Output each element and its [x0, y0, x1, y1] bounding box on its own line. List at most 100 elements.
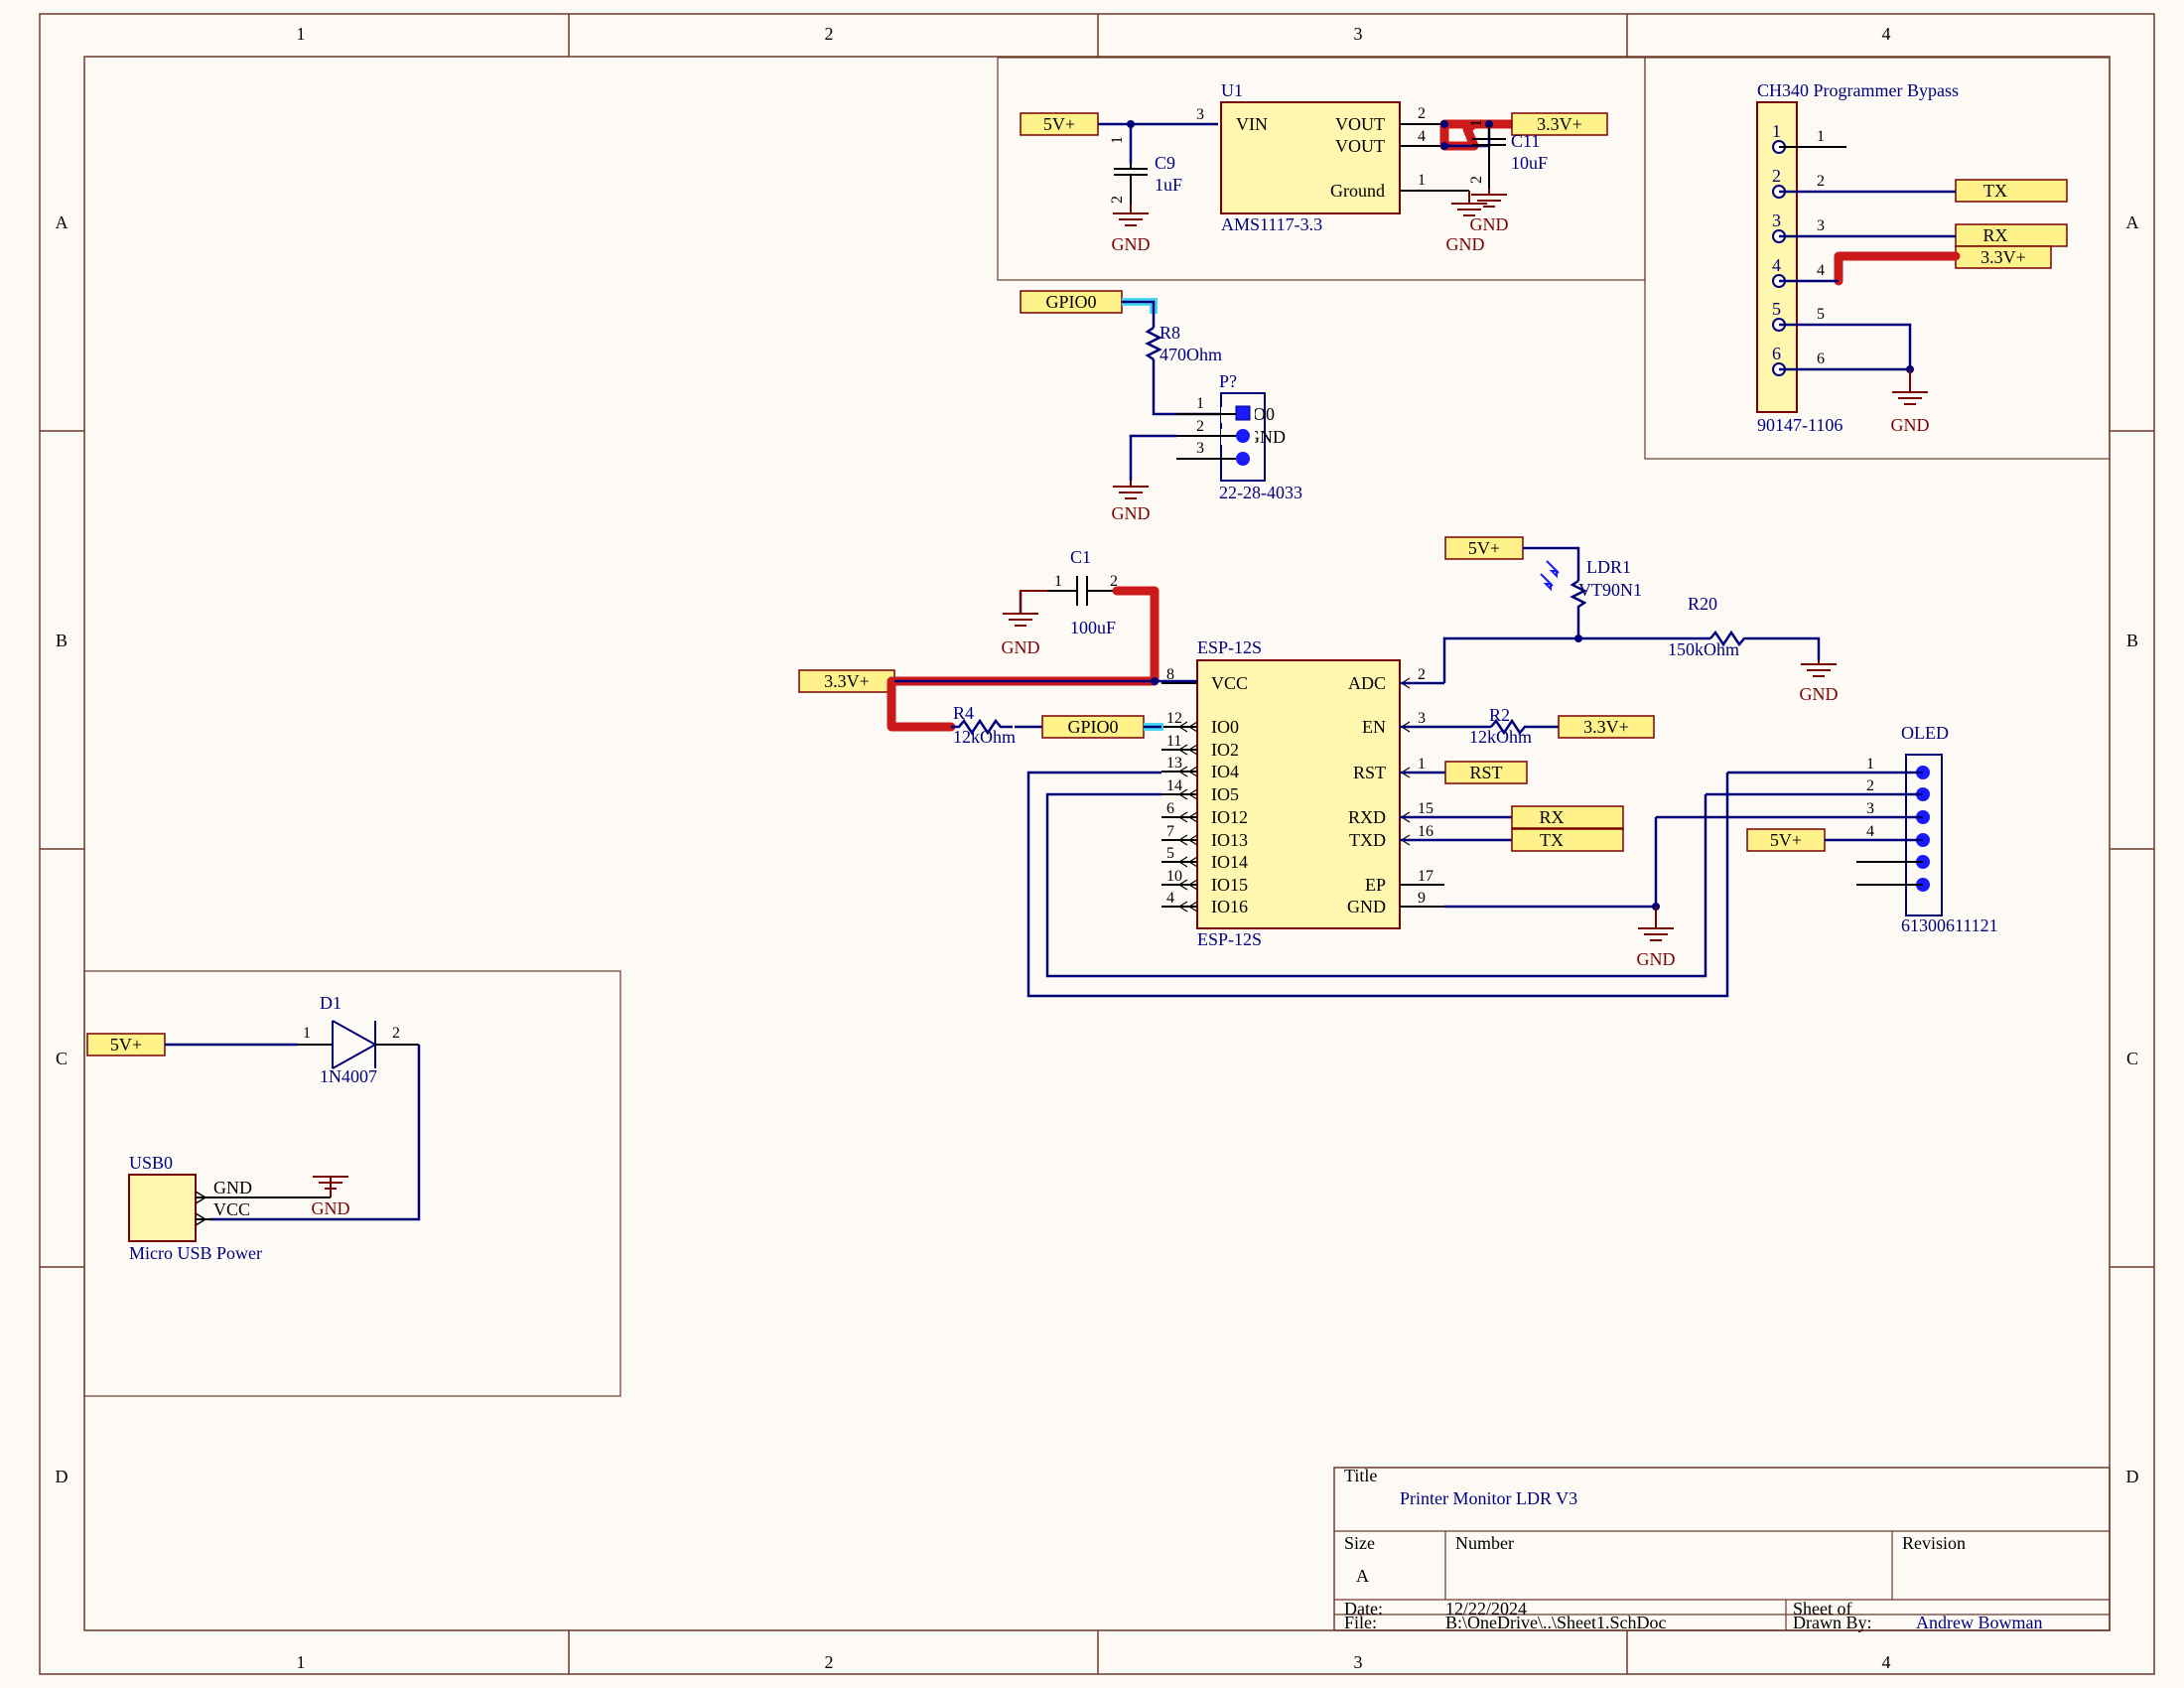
- c11-pin1: 1: [1468, 119, 1485, 127]
- c1-pin1: 1: [1054, 573, 1062, 590]
- net-flag-5v-label: 5V+: [1043, 114, 1075, 134]
- u1-body[interactable]: [1220, 101, 1401, 214]
- esp-right-pin-adc: ADC: [1348, 673, 1386, 693]
- esp-left-pin-num: 11: [1166, 733, 1181, 750]
- c1-ref: C1: [1070, 547, 1091, 567]
- boot-header-circuit: GPIO0 R8 470Ohm P? IO0 GND 1 2 3 GND 22-…: [1020, 290, 1302, 523]
- row-label-d: D: [56, 1467, 68, 1486]
- esp-right-pin-rxd: RXD: [1348, 807, 1386, 827]
- net-flag-3v3-prog-label: 3.3V+: [1980, 247, 2026, 267]
- col-label-2-bottom: 2: [825, 1652, 834, 1672]
- net-flag-3v3-en[interactable]: [1558, 715, 1655, 739]
- esp-right-pin-num: 3: [1418, 710, 1426, 727]
- ch340-pin-num: 4: [1817, 262, 1825, 279]
- esp-left-pin-num: 4: [1166, 890, 1174, 907]
- r4-ref: R4: [953, 703, 974, 723]
- row-label-b: B: [56, 631, 68, 650]
- ldr-ref: LDR1: [1586, 557, 1631, 577]
- gnd-label-c9: GND: [1112, 234, 1151, 254]
- d1-value: 1N4007: [320, 1066, 377, 1086]
- col-label-4-bottom: 4: [1882, 1652, 1891, 1672]
- net-flag-rx[interactable]: [1955, 223, 2068, 247]
- net-flag-gpio0-header-label: GPIO0: [1045, 292, 1096, 312]
- esp12s-body[interactable]: [1196, 659, 1401, 929]
- esp-left-pin-io13: IO13: [1211, 830, 1248, 850]
- usb-connector-body[interactable]: [128, 1174, 197, 1242]
- esp-left-pin-io12: IO12: [1211, 807, 1248, 827]
- gnd-label-header: GND: [1112, 503, 1151, 523]
- date-label: Date:: [1344, 1599, 1383, 1618]
- esp-ref: ESP-12S: [1197, 637, 1262, 657]
- c9-value: 1uF: [1155, 175, 1182, 195]
- esp-right-pin-num: 15: [1418, 800, 1433, 817]
- net-flag-5v-usb-label: 5V+: [110, 1035, 142, 1055]
- esp-left-pin-io14: IO14: [1211, 852, 1248, 872]
- esp-left-pin-num: 10: [1166, 868, 1182, 885]
- net-flag-gpio0-esp-label: GPIO0: [1067, 717, 1118, 737]
- esp-left-pin-io4: IO4: [1211, 762, 1239, 781]
- col-label-1-bottom: 1: [297, 1652, 306, 1672]
- number-label: Number: [1455, 1533, 1514, 1553]
- p-header-part: 22-28-4033: [1219, 483, 1302, 502]
- usb-pin-vcc: VCC: [213, 1199, 250, 1219]
- u1-ref: U1: [1221, 80, 1243, 100]
- usb-pin-gnd: GND: [213, 1178, 252, 1197]
- esp-right-pin-en: EN: [1362, 717, 1386, 737]
- oled-connector-body[interactable]: [1905, 754, 1943, 916]
- usb-power-section: [83, 970, 621, 1397]
- ch340-pin-num: 1: [1817, 128, 1825, 145]
- u1-pin-vout1: VOUT: [1335, 114, 1385, 134]
- esp-left-pin-num: 8: [1166, 666, 1174, 683]
- gnd-label-usb: GND: [312, 1198, 350, 1218]
- net-flag-tx-esp[interactable]: [1511, 828, 1624, 852]
- oled-pin-num: 3: [1866, 800, 1874, 817]
- net-flag-3v3-en-label: 3.3V+: [1583, 717, 1629, 737]
- ch340-pin-num: 6: [1817, 351, 1825, 367]
- esp-right-pin-num: 2: [1418, 666, 1426, 683]
- net-flag-3v3-reg[interactable]: [1511, 112, 1608, 136]
- u1-pin-vin-num: 3: [1196, 106, 1204, 123]
- u1-pin1-num: 1: [1418, 172, 1426, 189]
- net-flag-5v-oled-label: 5V+: [1770, 830, 1802, 850]
- u1-pin-vout2: VOUT: [1335, 136, 1385, 156]
- net-flag-rx-esp[interactable]: [1511, 805, 1624, 829]
- esp-left-pin-io0: IO0: [1211, 717, 1239, 737]
- net-flag-tx[interactable]: [1955, 179, 2068, 203]
- esp-left-pin-num: 14: [1166, 777, 1182, 794]
- r8-value: 470Ohm: [1160, 345, 1222, 364]
- row-label-c-right: C: [2126, 1049, 2138, 1068]
- r2-value: 12kOhm: [1469, 727, 1532, 747]
- ch340-connector-body[interactable]: [1756, 101, 1798, 413]
- esp-right-pin-gnd: GND: [1347, 897, 1386, 916]
- ground-symbol-c11: [1471, 189, 1507, 208]
- file-label: File:: [1344, 1613, 1377, 1632]
- net-flag-3v3-esp-label: 3.3V+: [824, 671, 870, 691]
- c9-ref: C9: [1155, 153, 1175, 173]
- esp-left-pin-num: 7: [1166, 823, 1174, 840]
- p-pin1-num: 1: [1196, 395, 1204, 412]
- sheet-label: Sheet of: [1793, 1599, 1851, 1618]
- esp-left-pin-num: 5: [1166, 845, 1174, 862]
- row-label-a-right: A: [2126, 212, 2139, 232]
- ch340-pin-num-inner: 4: [1772, 255, 1781, 275]
- d1-ref: D1: [320, 993, 341, 1013]
- esp-ref-bottom: ESP-12S: [1197, 929, 1262, 949]
- ch340-pin-num: 2: [1817, 173, 1825, 190]
- sheet-frame: 1 2 3 4 1 2 3 4 A B C D A B C D: [39, 13, 2155, 1675]
- ground-symbol-ch340: [1892, 369, 1928, 405]
- net-flag-rx-esp-label: RX: [1539, 807, 1564, 827]
- esp-left-pin-io16: IO16: [1211, 897, 1248, 916]
- oled-part: 61300611121: [1901, 915, 1998, 935]
- ground-symbol-c9: [1113, 204, 1149, 226]
- ch340-pin-num-inner: 5: [1772, 299, 1781, 319]
- net-flag-rst[interactable]: [1444, 761, 1528, 784]
- gnd-label-ch340: GND: [1891, 415, 1930, 435]
- oled-pin-num: 1: [1866, 756, 1874, 773]
- usb-power-circuit: 5V+ 1 2 D1 1N4007 USB0 Micro USB Power G…: [86, 993, 421, 1263]
- r20-value: 150kOhm: [1668, 639, 1739, 659]
- ch340-pin-num-inner: 2: [1772, 166, 1781, 186]
- usb-part: Micro USB Power: [129, 1243, 262, 1263]
- r2-ref: R2: [1489, 705, 1510, 725]
- net-flag-3v3-reg-label: 3.3V+: [1537, 114, 1582, 134]
- esp-left-pin-num: 6: [1166, 800, 1174, 817]
